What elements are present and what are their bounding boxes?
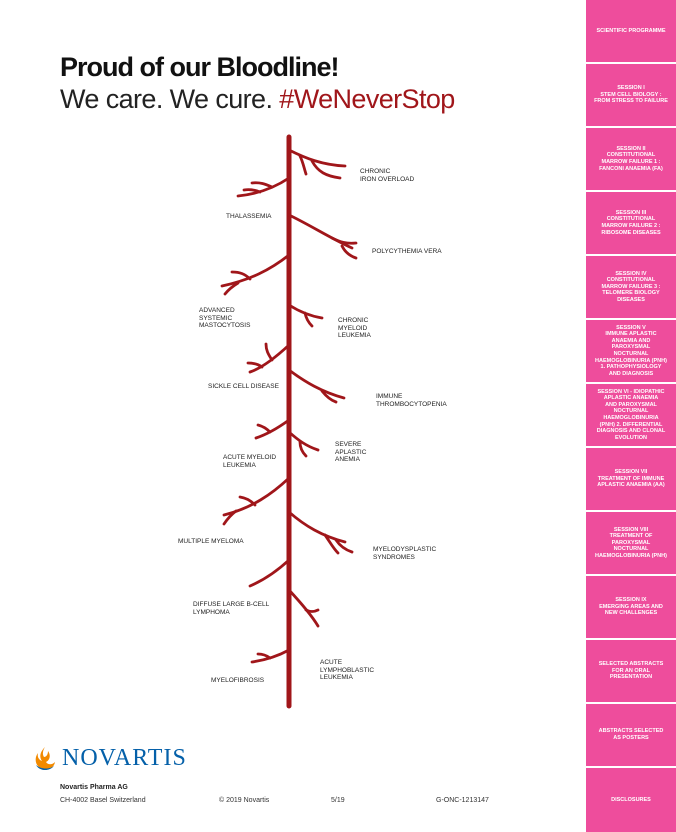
tree-label-advanced-systemic-mastocytosis: ADVANCED SYSTEMIC MASTOCYTOSIS [199,307,251,329]
branch-multiple-myeloma [222,476,291,526]
sidebar-item-disclosures[interactable]: DISCLOSURES [586,768,676,832]
tree-label-multiple-myeloma: MULTIPLE MYELOMA [178,538,244,545]
tree-label-sickle-cell-disease: SICKLE CELL DISEASE [208,383,279,390]
page-title: Proud of our Bloodline! [60,52,339,82]
branch-acute-myeloid-leukemia [254,418,291,440]
tree-label-immune-thrombocytopenia: IMMUNE THROMBOCYTOPENIA [376,393,447,408]
sidebar-item-session-4[interactable]: SESSION IV CONSTITUTIONAL MARROW FAILURE… [586,256,676,318]
programme-sidebar: SCIENTIFIC PROGRAMME SESSION I STEM CELL… [586,0,676,832]
branch-sickle-cell-disease [246,342,291,374]
footer-copyright: © 2019 Novartis [219,797,270,804]
footer-page-number: 5/19 [331,797,345,804]
sidebar-item-session-8[interactable]: SESSION VIII TREATMENT OF PAROXYSMAL NOC… [586,512,676,574]
branch-myelodysplastic-syndromes [287,510,354,555]
footer-document-code: G-ONC-1213147 [436,797,489,804]
sidebar-item-scientific-programme[interactable]: SCIENTIFIC PROGRAMME [586,0,676,62]
tree-label-chronic-myeloid-leukemia: CHRONIC MYELOID LEUKEMIA [338,317,371,339]
tree-label-acute-myeloid-leukemia: ACUTE MYELOID LEUKEMIA [223,454,277,469]
footer-company: Novartis Pharma AG [60,784,128,791]
tree-label-chronic-iron-overload: CHRONIC IRON OVERLOAD [360,168,415,183]
sidebar-item-poster-abstracts[interactable]: ABSTRACTS SELECTED AS POSTERS [586,704,676,766]
branch-polycythemia-vera [287,213,358,260]
sidebar-item-session-2[interactable]: SESSION II CONSTITUTIONAL MARROW FAILURE… [586,128,676,190]
novartis-flame-icon [35,746,55,770]
tree-label-thalassemia: THALASSEMIA [226,213,272,220]
tagline: We care. We cure. #WeNeverStop [60,84,455,115]
sidebar-item-session-9[interactable]: SESSION IX EMERGING AREAS AND NEW CHALLE… [586,576,676,638]
branch-immune-thrombocytopenia [287,368,346,404]
branch-chronic-iron-overload [287,148,347,180]
branch-acute-lymphoblastic-leukemia [287,588,320,628]
sidebar-item-session-5[interactable]: SESSION V IMMUNE APLASTIC ANAEMIA AND PA… [586,320,676,382]
branch-diffuse-large-b-cell-lymphoma [248,558,291,588]
tree-label-acute-lymphoblastic-leukemia: ACUTE LYMPHOBLASTIC LEUKEMIA [320,659,375,681]
tree-label-polycythemia-vera: POLYCYTHEMIA VERA [372,248,442,255]
branch-chronic-myeloid-leukemia [287,303,324,328]
sidebar-item-oral-abstracts[interactable]: SELECTED ABSTRACTS FOR AN ORAL PRESENTAT… [586,640,676,702]
sidebar-item-session-1[interactable]: SESSION I STEM CELL BIOLOGY : FROM STRES… [586,64,676,126]
bloodline-tree-illustration [220,134,358,709]
sidebar-item-session-7[interactable]: SESSION VII TREATMENT OF IMMUNE APLASTIC… [586,448,676,510]
branch-myelofibrosis [250,648,291,664]
sidebar-item-session-6[interactable]: SESSION VI - IDIOPATHIC APLASTIC ANAEMIA… [586,384,676,446]
branch-severe-aplastic-anemia [287,430,320,458]
tagline-text: We care. We cure. [60,84,273,114]
novartis-logo: NOVARTIS [34,745,187,772]
branch-mastocytosis [220,253,291,296]
branch-thalassemia [236,176,291,198]
tree-label-severe-aplastic-anemia: SEVERE APLASTIC ANEMIA [335,441,367,463]
footer-address: CH-4002 Basel Switzerland [60,797,146,804]
tree-label-diffuse-large-b-cell-lymphoma: DIFFUSE LARGE B-CELL LYMPHOMA [193,601,270,616]
tagline-hashtag: #WeNeverStop [279,84,455,114]
tree-label-myelofibrosis: MYELOFIBROSIS [211,677,265,684]
novartis-wordmark: NOVARTIS [62,745,187,771]
sidebar-item-session-3[interactable]: SESSION III CONSTITUTIONAL MARROW FAILUR… [586,192,676,254]
tree-label-myelodysplastic-syndromes: MYELODYSPLASTIC SYNDROMES [373,546,437,561]
